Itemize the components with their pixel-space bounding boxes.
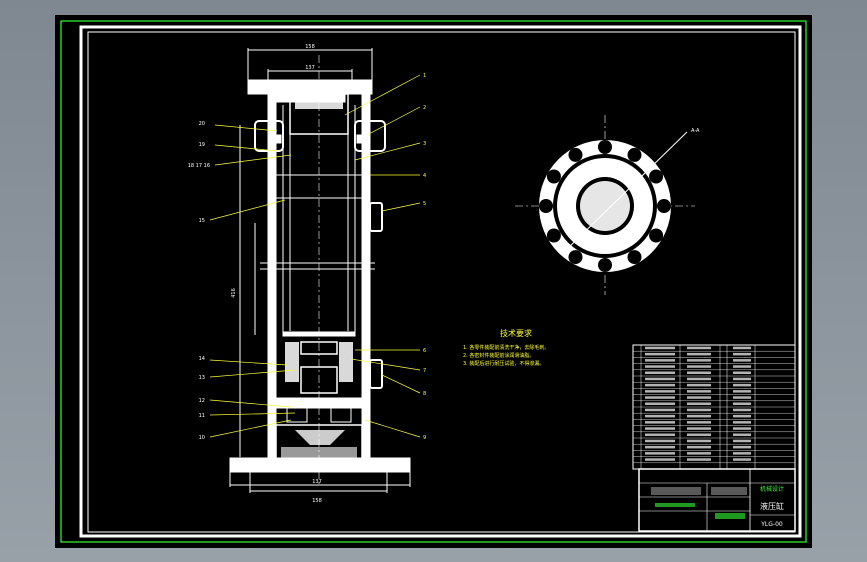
leaders-right: 1 2 3 4 5 6 7 8 9 xyxy=(344,73,426,441)
part-no-6: 6 xyxy=(423,348,426,354)
bolt-holes xyxy=(539,140,671,272)
part-no-4: 4 xyxy=(423,173,426,179)
bolt-hole xyxy=(627,147,642,162)
top-flange xyxy=(247,79,373,95)
drawing-canvas: 158 137 xyxy=(60,20,807,543)
dim-top-inner: 137 xyxy=(305,65,315,71)
note-1: 1. 各零件装配前清洗干净，去除毛刺。 xyxy=(463,344,549,351)
title-name: 液压缸 xyxy=(760,501,784,511)
bolt-hole xyxy=(546,228,561,243)
cylinder-section-view: 158 137 xyxy=(229,44,411,504)
bolt-hole xyxy=(649,228,664,243)
part-no-5: 5 xyxy=(423,201,426,207)
drawing-sheet[interactable]: 158 137 xyxy=(55,15,812,548)
part-no-1: 1 xyxy=(423,73,426,79)
bolt-hole xyxy=(546,169,561,184)
part-no-11: 11 xyxy=(199,413,205,419)
note-2: 2. 各密封件装配前涂润滑油脂。 xyxy=(463,352,534,359)
bolt-hole xyxy=(598,140,612,154)
part-no-14: 14 xyxy=(199,356,205,362)
dim-top-outer: 158 xyxy=(305,44,315,50)
technical-notes: 技术要求 1. 各零件装配前清洗干净，去除毛刺。 2. 各密封件装配前涂润滑油脂… xyxy=(463,328,549,367)
bolt-hole xyxy=(598,258,612,272)
notes-title: 技术要求 xyxy=(500,328,532,338)
bolt-hole xyxy=(539,199,553,213)
bolt-hole xyxy=(627,250,642,265)
note-3: 3. 装配后进行耐压试验，不得渗漏。 xyxy=(463,360,544,367)
parts-list xyxy=(632,344,796,470)
dim-bottom-inner: 137 xyxy=(312,479,322,485)
part-no-10: 10 xyxy=(199,435,205,441)
outer-border xyxy=(60,20,807,543)
part-no-7: 7 xyxy=(423,368,426,374)
part-no-12: 12 xyxy=(199,398,205,404)
leaders-left: 20 19 18 17 16 15 14 13 12 11 10 xyxy=(188,121,296,441)
piston-rod-section xyxy=(580,181,630,231)
section-view-aa: A-A xyxy=(515,115,700,295)
part-no-8: 8 xyxy=(423,391,426,397)
dim-height: 416 xyxy=(231,288,237,298)
title-org: 机械设计 xyxy=(760,485,784,493)
dim-bottom-outer: 158 xyxy=(312,498,322,504)
part-no-13: 13 xyxy=(199,375,205,381)
bottom-flange xyxy=(229,457,411,473)
part-no-19: 19 xyxy=(199,142,205,148)
part-no-20: 20 xyxy=(199,121,205,127)
section-label: A-A xyxy=(691,128,700,134)
inner-border xyxy=(79,25,802,538)
cylinder-wall-right xyxy=(361,94,371,471)
part-no-9: 9 xyxy=(423,435,426,441)
bolt-hole xyxy=(568,250,583,265)
bolt-hole xyxy=(649,169,664,184)
part-no-2: 2 xyxy=(423,105,426,111)
part-no-3: 3 xyxy=(423,141,426,147)
frame-line xyxy=(87,31,796,533)
bolt-hole xyxy=(657,199,671,213)
part-no-15: 15 xyxy=(199,218,205,224)
title-block: 机械设计 液压缸 YLG-00 xyxy=(638,468,796,532)
part-no-18-16: 18 17 16 xyxy=(188,163,210,169)
title-drawing-no: YLG-00 xyxy=(760,521,783,528)
bolt-hole xyxy=(568,147,583,162)
